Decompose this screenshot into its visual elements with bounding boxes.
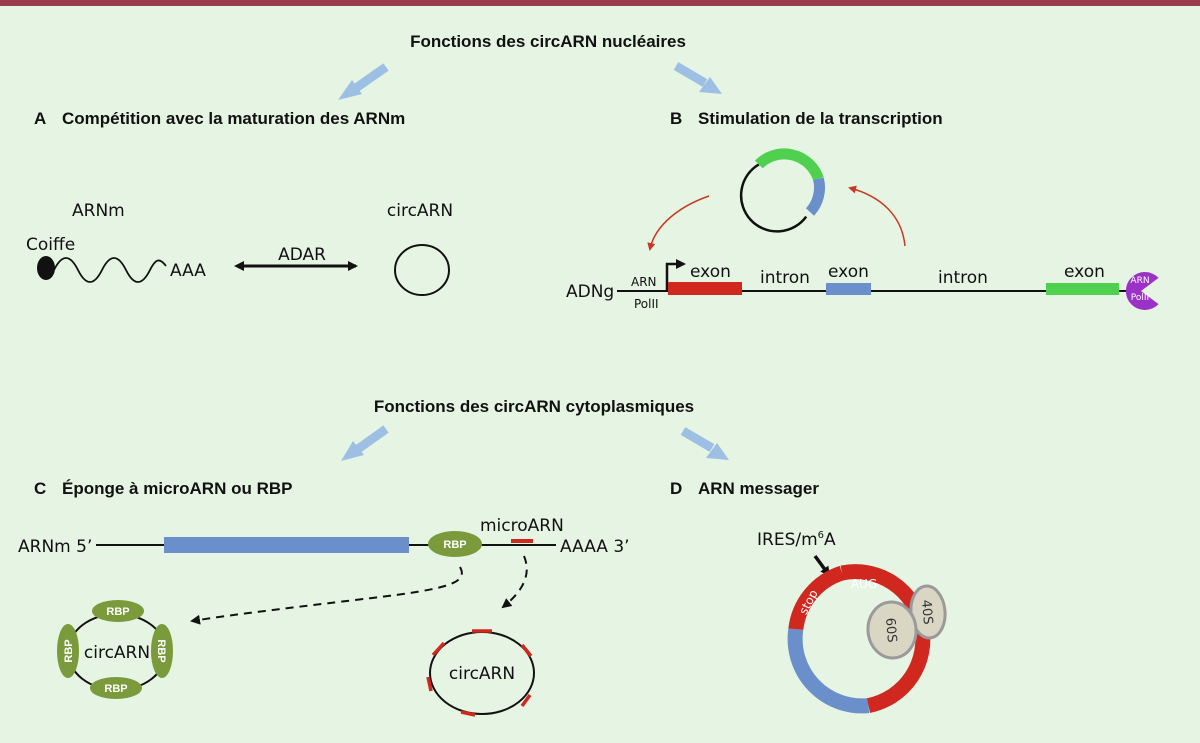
blue-arrow-left-bottom	[341, 425, 389, 461]
panel-c-title: Éponge à microARN ou RBP	[62, 479, 292, 498]
ires-label: IRES/m6A	[757, 530, 836, 550]
dashed-arrow-rbp	[190, 566, 463, 625]
circrna-sponge-label: circARN	[449, 664, 515, 684]
panel-b-letter: B	[670, 109, 682, 128]
mrna-wave	[53, 257, 167, 283]
nuclear-header: Fonctions des circARN nucléaires	[410, 32, 686, 51]
svg-text:RBP: RBP	[63, 639, 75, 662]
blue-arrow-right-top	[673, 62, 722, 94]
panel-c-letter: C	[34, 479, 46, 498]
circrna-b-ring	[739, 148, 826, 233]
panel-d-title: ARN messager	[698, 479, 819, 498]
circrna-rbp-label: circARN	[84, 643, 150, 663]
red-arrow-left	[647, 195, 710, 251]
panel-a-letter: A	[34, 109, 46, 128]
red-arrow-right	[848, 185, 906, 247]
mrna-c-exon	[164, 537, 409, 553]
polii-start-line2: PolII	[634, 297, 659, 311]
panel-b-title: Stimulation de la transcription	[698, 109, 943, 128]
top-border	[0, 0, 1200, 6]
exon3-bar	[1046, 283, 1119, 295]
polii-start-line1: ARN	[631, 275, 657, 289]
microrna-label: microARN	[480, 516, 564, 536]
mrna-5prime-label: ARNm 5’	[18, 537, 92, 557]
cap-label: Coiffe	[26, 235, 75, 255]
aug-label: AUG	[851, 577, 877, 591]
dashed-arrow-microrna	[501, 555, 528, 609]
svg-text:40S: 40S	[918, 599, 935, 625]
microrna-site	[511, 539, 533, 543]
exon2-bar	[826, 283, 871, 295]
mrna-3prime-label: AAAA 3’	[560, 537, 630, 557]
tss-arrow	[665, 259, 686, 291]
polii-end-line2: PolII	[1131, 293, 1149, 303]
circrna-a-circle	[394, 244, 450, 296]
polii-end-line1: ARN	[1130, 276, 1149, 286]
polya-label: AAA	[170, 261, 206, 281]
panel-a-title: Compétition avec la maturation des ARNm	[62, 109, 405, 128]
dna-label: ADNg	[566, 282, 614, 302]
exon1-bar	[668, 282, 742, 295]
rbp-on-mrna	[428, 531, 482, 557]
circrna-a-label: circARN	[387, 201, 453, 221]
rbp-top: RBP	[92, 600, 144, 622]
svg-text:RBP: RBP	[155, 639, 167, 662]
svg-text:60S: 60S	[882, 617, 899, 643]
rbp-bottom: RBP	[90, 677, 142, 699]
blue-arrow-right-bottom	[680, 427, 729, 460]
microrna-marks	[426, 629, 533, 717]
rbp-right: RBP	[151, 624, 173, 678]
exon3-label: exon	[1064, 262, 1105, 282]
intron1-label: intron	[760, 268, 810, 288]
polii-pacman	[1125, 272, 1159, 310]
exon2-label: exon	[828, 262, 869, 282]
cytoplasmic-header: Fonctions des circARN cytoplasmiques	[374, 397, 694, 416]
cap-dot	[37, 256, 55, 280]
ribosome-60s: 60S	[866, 600, 918, 660]
adar-label: ADAR	[278, 245, 326, 265]
svg-text:RBP: RBP	[106, 606, 129, 618]
svg-text:RBP: RBP	[104, 683, 127, 695]
blue-arrow-left-top	[338, 63, 389, 100]
intron2-label: intron	[938, 268, 988, 288]
rbp-on-mrna-label: RBP	[443, 539, 466, 551]
panel-d-letter: D	[670, 479, 682, 498]
mrna-label: ARNm	[72, 201, 125, 221]
rbp-left: RBP	[57, 624, 79, 678]
exon1-label: exon	[690, 262, 731, 282]
